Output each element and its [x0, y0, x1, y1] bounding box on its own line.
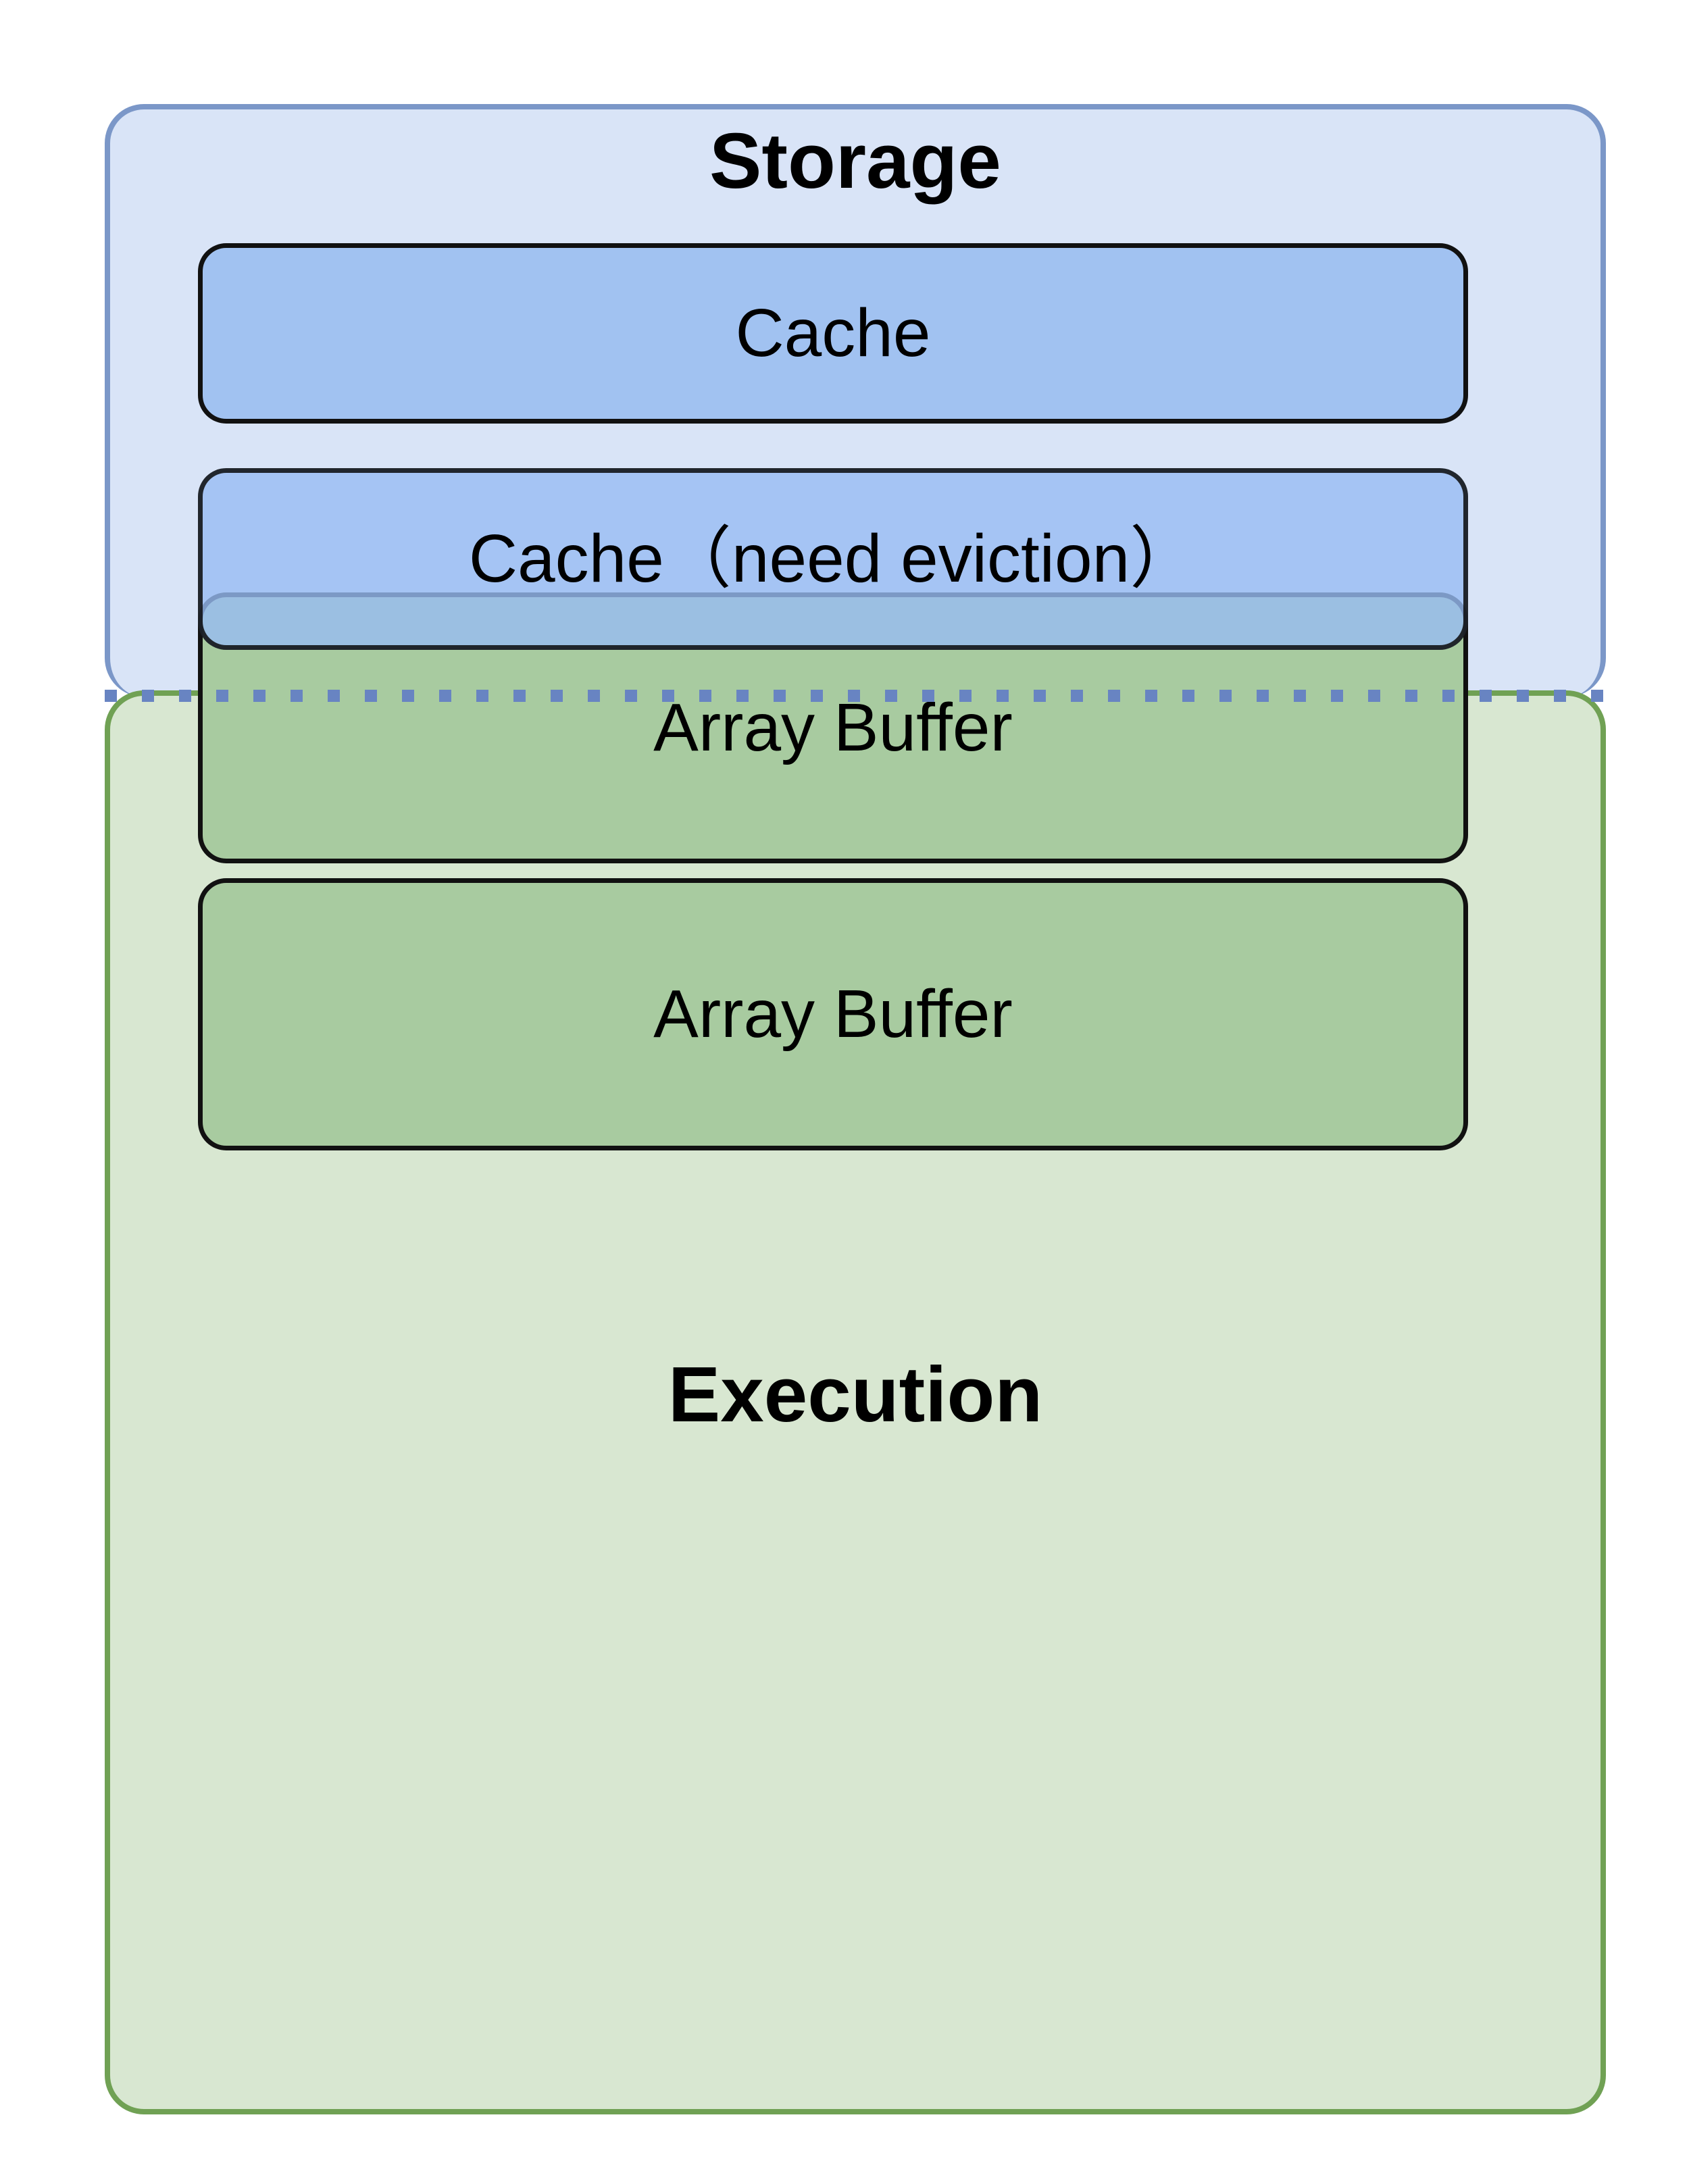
- storage-region-title: Storage: [709, 117, 1001, 205]
- cache-box-label: Cache: [735, 295, 931, 371]
- storage-execution-boundary-dotted-line: [105, 690, 1606, 702]
- cache-need-eviction-label: Cache（need eviction）: [468, 521, 1198, 596]
- cache-need-eviction-box: Cache（need eviction）: [198, 468, 1468, 650]
- execution-region-title: Execution: [667, 1350, 1043, 1438]
- array-buffer-box-2: Array Buffer: [198, 878, 1468, 1150]
- array-buffer-2-label: Array Buffer: [653, 976, 1013, 1052]
- cache-box: Cache: [198, 243, 1468, 424]
- array-buffer-1-label: Array Buffer: [653, 690, 1013, 765]
